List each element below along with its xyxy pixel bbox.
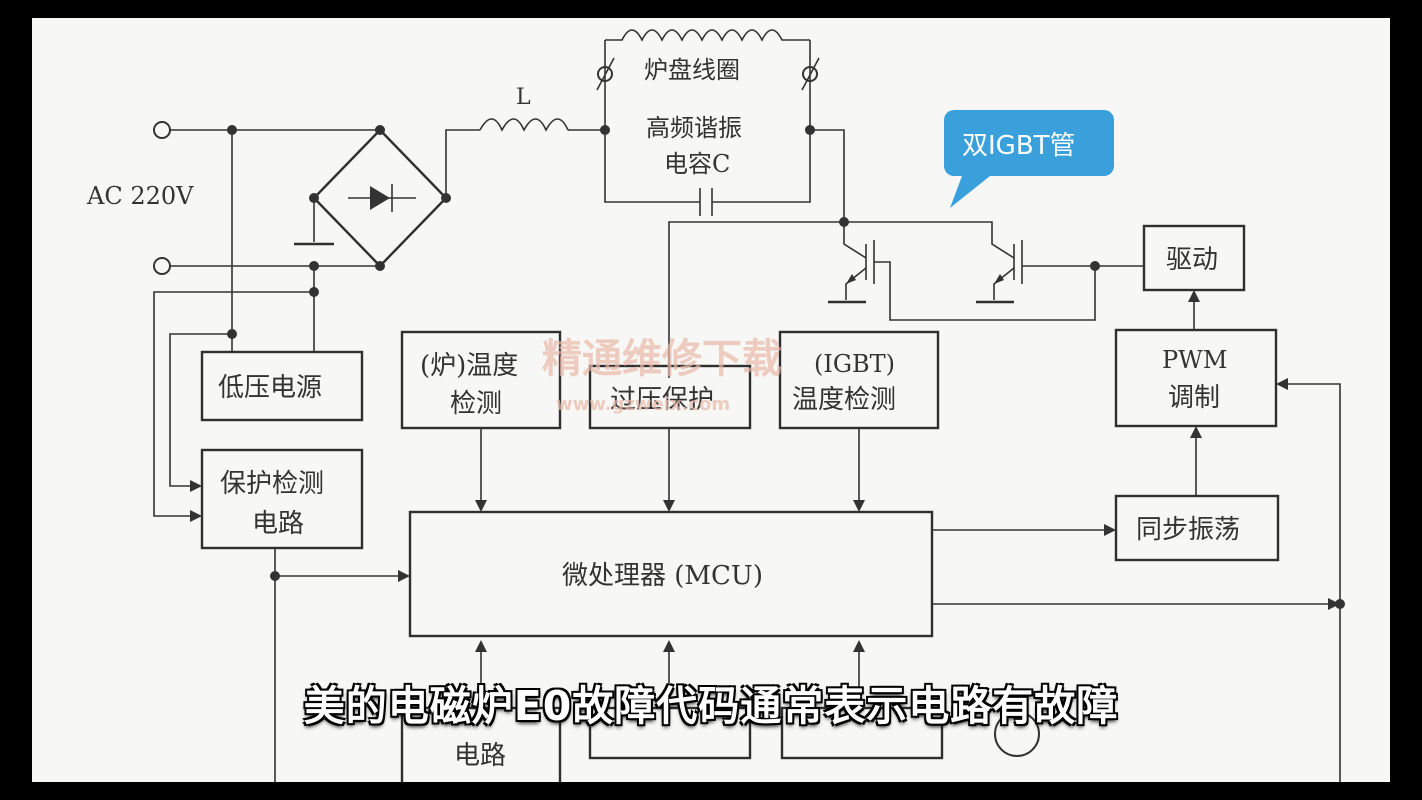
svg-text:双IGBT管: 双IGBT管 xyxy=(962,131,1076,161)
circuit-diagram-page: AC 220V L xyxy=(32,18,1390,782)
sync-oscillator-block xyxy=(1114,494,1280,562)
svg-text:电路: 电路 xyxy=(454,741,506,771)
svg-text:检测: 检测 xyxy=(450,389,502,419)
svg-text:保护检测: 保护检测 xyxy=(220,469,324,499)
svg-text:电路: 电路 xyxy=(252,509,304,539)
stove-coil xyxy=(605,29,810,42)
low-voltage-power-block xyxy=(200,350,364,422)
mcu-block xyxy=(408,510,934,638)
cap-label-line2: 电容C xyxy=(664,150,730,178)
bottom-left-block xyxy=(400,706,562,782)
inductor-label: L xyxy=(516,85,531,110)
svg-text:PWM: PWM xyxy=(1162,346,1227,374)
bottom-right-block xyxy=(780,706,944,760)
svg-text:驱动: 驱动 xyxy=(1166,245,1218,275)
bottom-mid-block xyxy=(588,706,752,760)
svg-text:(炉)温度: (炉)温度 xyxy=(420,351,518,381)
svg-text:(IGBT): (IGBT) xyxy=(814,350,895,378)
svg-text:微处理器 (MCU): 微处理器 (MCU) xyxy=(562,561,763,591)
svg-text:温度检测: 温度检测 xyxy=(792,385,896,415)
ac-terminal-bottom xyxy=(153,257,171,275)
watermark-text: 精通维修下载 xyxy=(542,336,782,382)
svg-text:低压电源: 低压电源 xyxy=(218,373,322,403)
ac-voltage-label: AC 220V xyxy=(86,182,194,210)
coil-label: 炉盘线圈 xyxy=(644,56,740,84)
video-subtitle: 美的电磁炉E0故障代码通常表示电路有故障 xyxy=(303,682,1119,730)
cap-label-line1: 高频谐振 xyxy=(646,114,742,142)
resonant-capacitor xyxy=(699,188,713,216)
watermark-url: www.gzweix.com xyxy=(556,394,730,415)
bridge-rectifier xyxy=(312,128,448,268)
svg-text:同步振荡: 同步振荡 xyxy=(1136,515,1240,545)
ac-terminal-top xyxy=(153,121,171,139)
bottom-circle-component xyxy=(994,711,1040,757)
diode-icon xyxy=(370,186,390,210)
igbt-callout: 双IGBT管 xyxy=(944,110,1114,208)
inductor-l xyxy=(479,118,569,132)
circuit-diagram: AC 220V L xyxy=(86,29,1345,782)
protection-detect-block xyxy=(200,448,364,550)
svg-text:过压保护: 过压保护 xyxy=(610,385,714,415)
svg-text:调制: 调制 xyxy=(1168,383,1220,413)
overvoltage-block xyxy=(588,364,752,430)
